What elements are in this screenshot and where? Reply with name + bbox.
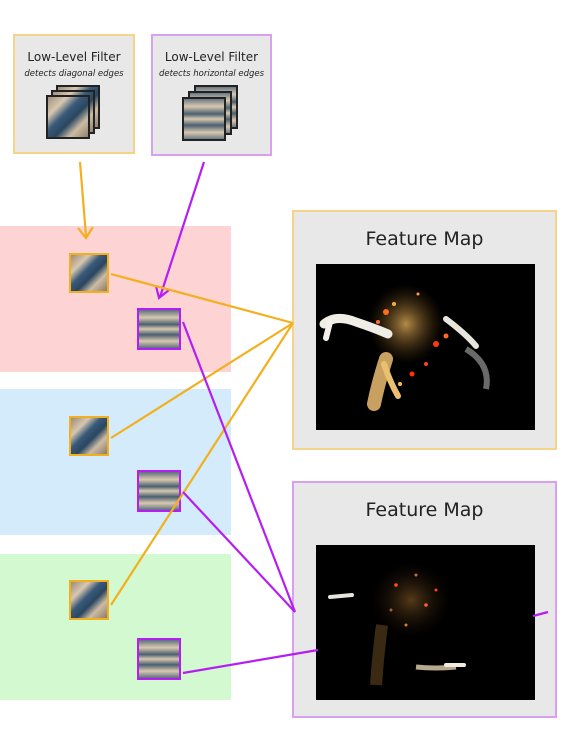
diag-line-blue [110,322,294,439]
horiz-line-blue [182,491,296,613]
horizontal-filter-box: Low-Level Filter detects horizontal edge… [151,34,272,156]
horizontal-filter-icon-green [137,638,181,680]
feature-map-diagonal-image [316,264,535,430]
diagonal-filter-title: Low-Level Filter [27,50,121,64]
diagonal-filter-icon-green [69,580,109,620]
diagonal-filter-icon-red [69,253,109,293]
feature-map-horizontal: Feature Map [292,481,557,718]
horiz-line-right-stub [532,610,549,618]
horizontal-filter-icon-blue [137,470,181,512]
horiz-line-green [182,648,319,675]
diagonal-filter-subtitle: detects diagonal edges [24,69,124,79]
diagonal-filter-stack-icon [45,84,105,144]
diag-line-red [110,272,294,325]
horiz-line-red [181,321,297,613]
horizontal-filter-stack-icon [181,84,243,146]
diagonal-filter-icon-blue [69,416,109,456]
horizontal-filter-subtitle: detects horizontal edges [158,69,265,79]
blue-channel-band [0,389,231,535]
horizontal-filter-icon-red [137,308,181,350]
feature-map-diagonal: Feature Map [292,210,557,450]
horizontal-arrow [158,161,206,298]
feature-map-horizontal-title: Feature Map [365,499,484,521]
horizontal-arrowhead [154,285,170,300]
green-channel-band [0,554,231,700]
diagonal-arrowhead [77,226,94,240]
diag-line-green [110,322,294,606]
diagonal-filter-box: Low-Level Filter detects diagonal edges [13,34,135,154]
horizontal-filter-title: Low-Level Filter [164,50,259,64]
feature-map-diagonal-title: Feature Map [365,228,484,250]
feature-map-horizontal-image [316,545,535,700]
diagonal-arrow [78,161,88,237]
